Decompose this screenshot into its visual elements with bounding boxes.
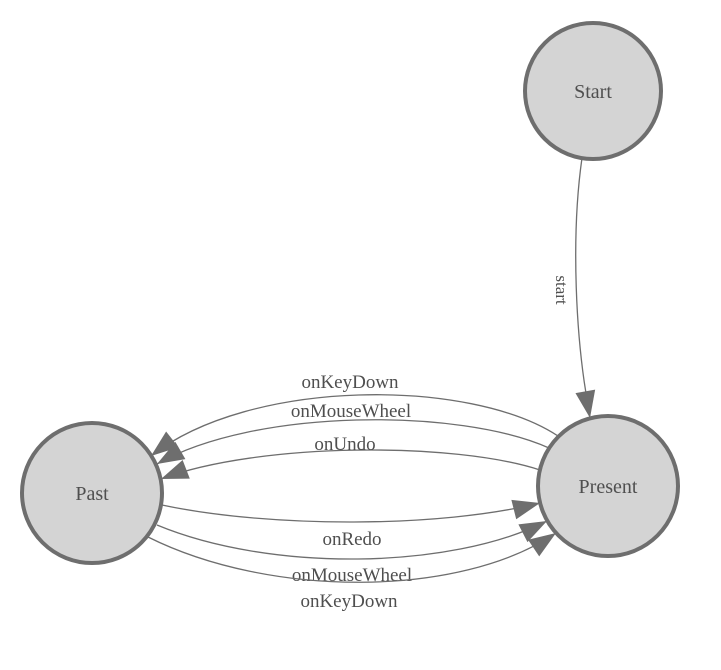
state-label-past: Past [75,483,109,505]
arrowhead-icon [518,521,547,543]
state-node-present [536,414,680,558]
arrowhead-icon [151,431,179,456]
arrowhead-icon [161,459,190,479]
state-node-past [20,421,164,565]
arrowhead-icon [575,389,596,418]
arrowhead-icon [511,499,540,520]
arrowhead-icon [157,441,186,464]
state-label-start: Start [574,81,612,103]
arrowhead-icon [528,533,556,557]
edge-start-to-present [575,157,591,417]
edge-present-to-past-onundo [160,449,541,480]
edge-label-past-to-present-onkeydown: onKeyDown [300,591,398,612]
edge-label-present-to-past-onkeydown: onKeyDown [301,372,399,393]
state-label-present: Present [579,476,638,498]
state-node-start [523,21,663,161]
edge-present-to-past-onkeydown [150,394,559,457]
edge-label-present-to-past-onmousewheel: onMouseWheel [291,401,411,422]
edge-past-to-present-onkeydown [147,532,557,583]
edge-present-to-past-onmousewheel [156,419,550,465]
edge-label-start-to-present: start [552,275,571,305]
edge-label-present-to-past-onundo: onUndo [314,434,375,455]
edge-label-past-to-present-onredo: onRedo [322,529,381,550]
edge-past-to-present-onredo [161,502,541,523]
edge-past-to-present-onmousewheel [156,520,548,560]
